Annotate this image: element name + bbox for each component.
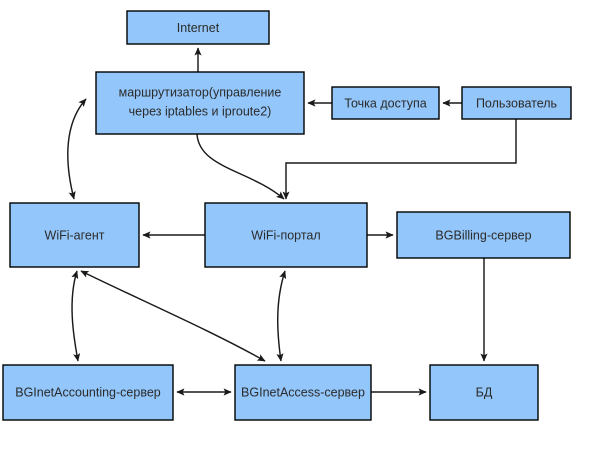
node-bginetaccounting-server-box[interactable]	[2, 364, 174, 421]
node-user-box[interactable]	[461, 86, 572, 120]
edge-router-to-wifi-agent	[67, 98, 87, 200]
node-router[interactable]: маршрутизатор(управление через iptables …	[95, 71, 305, 135]
node-bgbilling-server-box[interactable]	[396, 211, 571, 259]
nodes-layer: Internet маршрутизатор(управление через …	[2, 10, 572, 421]
edge-router-to-wifi-portal	[196, 133, 285, 200]
node-internet-box[interactable]	[126, 10, 270, 45]
node-access-point[interactable]: Точка доступа	[331, 86, 440, 120]
node-wifi-agent-label: WiFi-агент	[45, 228, 105, 242]
node-internet-label: Internet	[177, 21, 220, 35]
node-router-label-line1: маршрутизатор(управление	[119, 85, 282, 99]
node-access-point-box[interactable]	[331, 86, 440, 120]
node-wifi-portal-label: WiFi-портал	[251, 228, 320, 242]
edge-wifi-portal-to-bginetaccess-server	[276, 270, 287, 362]
node-database-label: БД	[476, 385, 493, 399]
node-bgbilling-server[interactable]: BGBilling-сервер	[396, 211, 571, 259]
node-user-label: Пользователь	[476, 96, 557, 110]
node-bginetaccess-server[interactable]: BGInetAccess-сервер	[234, 364, 372, 421]
node-wifi-portal[interactable]: WiFi-портал	[204, 202, 368, 268]
edges-layer	[67, 47, 517, 396]
node-router-box[interactable]	[95, 71, 305, 135]
node-bginetaccounting-server[interactable]: BGInetAccounting-сервер	[2, 364, 174, 421]
node-wifi-portal-box[interactable]	[204, 202, 368, 268]
node-router-label-line2: через iptables и iproute2)	[129, 104, 272, 118]
node-bgbilling-server-label: BGBilling-сервер	[435, 228, 531, 242]
node-user[interactable]: Пользователь	[461, 86, 572, 120]
node-bginetaccess-server-box[interactable]	[234, 364, 372, 421]
node-internet[interactable]: Internet	[126, 10, 270, 45]
edge-wifi-agent-to-bginetaccounting-server	[71, 270, 81, 362]
node-wifi-agent[interactable]: WiFi-агент	[9, 202, 140, 268]
edge-wifi-agent-to-bginetaccess-server	[80, 270, 266, 362]
node-database-box[interactable]	[429, 364, 539, 421]
edge-user-to-wifi-portal	[282, 119, 517, 200]
node-database[interactable]: БД	[429, 364, 539, 421]
node-wifi-agent-box[interactable]	[9, 202, 140, 268]
node-bginetaccounting-server-label: BGInetAccounting-сервер	[15, 385, 161, 399]
node-bginetaccess-server-label: BGInetAccess-сервер	[241, 385, 365, 399]
node-access-point-label: Точка доступа	[344, 96, 426, 110]
